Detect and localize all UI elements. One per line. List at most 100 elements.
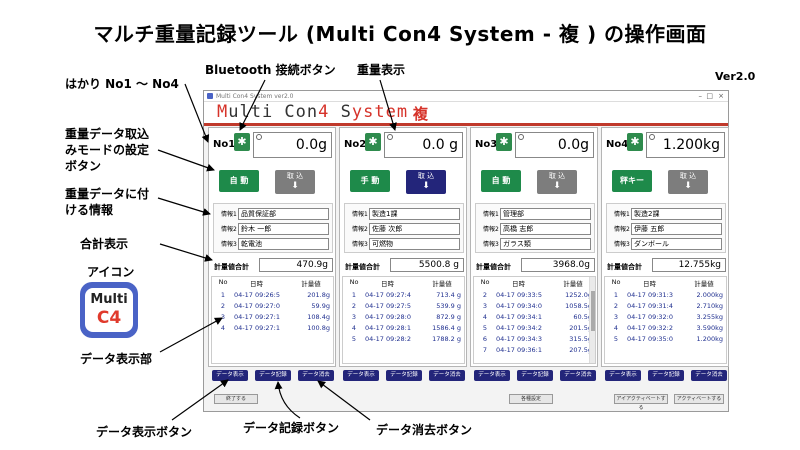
scrollbar-thumb[interactable] — [591, 291, 595, 331]
show-data-button[interactable]: データ表示 — [212, 370, 248, 381]
show-data-button[interactable]: データ表示 — [474, 370, 510, 381]
weight-value: 1.200kg — [662, 137, 720, 153]
record-data-button[interactable]: データ記録 — [648, 370, 684, 381]
info-field[interactable]: 鈴木 一郎 — [238, 223, 329, 235]
delete-data-button[interactable]: データ消去 — [298, 370, 334, 381]
list-scrollbar[interactable] — [589, 277, 595, 363]
annotation-scales: はかり No1 ～ No4 — [65, 77, 179, 91]
bluetooth-button[interactable]: ✱ — [234, 133, 250, 151]
scale-number: No2 — [344, 139, 367, 150]
window-titlebar: Multi Con4 System ver2.0 – □ × — [204, 91, 728, 102]
info-label: 情報1 — [352, 211, 368, 218]
mode-button[interactable]: 自 動 — [219, 170, 259, 192]
info-field[interactable]: ガラス類 — [500, 238, 591, 250]
minimize-icon[interactable]: – — [698, 92, 703, 100]
row-datetime: 04-17 09:33:5 — [496, 291, 543, 299]
load-button[interactable]: 取 込⬇ — [406, 170, 446, 194]
annotation-weight-display: 重量表示 — [357, 63, 406, 77]
header-no: No — [480, 278, 490, 286]
info-field[interactable]: 製造1課 — [369, 208, 460, 220]
close-icon[interactable]: × — [718, 92, 724, 100]
info-field[interactable]: 乾電池 — [238, 238, 329, 250]
total-label: 計量値合計 — [476, 263, 511, 271]
info-field[interactable]: 可燃物 — [369, 238, 460, 250]
record-data-button[interactable]: データ記録 — [386, 370, 422, 381]
bluetooth-button[interactable]: ✱ — [627, 133, 643, 151]
bluetooth-button[interactable]: ✱ — [365, 133, 381, 151]
info-field[interactable]: 高橋 志郎 — [500, 223, 591, 235]
show-data-button[interactable]: データ表示 — [605, 370, 641, 381]
settings-button[interactable]: 各種設定 — [509, 394, 553, 404]
info-label: 情報1 — [483, 211, 499, 218]
load-button[interactable]: 取 込⬇ — [668, 170, 708, 194]
weight-display: 0.0 g — [384, 132, 463, 158]
load-button[interactable]: 取 込⬇ — [275, 170, 315, 194]
record-data-button[interactable]: データ記録 — [255, 370, 291, 381]
info-label: 情報2 — [352, 226, 368, 233]
info-field[interactable]: ダンボール — [631, 238, 722, 250]
weight-display: 0.0g — [515, 132, 594, 158]
row-datetime: 04-17 09:28:0 — [365, 313, 412, 321]
maximize-icon[interactable]: □ — [706, 92, 713, 100]
mode-button[interactable]: 秤キー — [612, 170, 652, 192]
row-no: 5 — [482, 324, 488, 332]
row-no: 4 — [482, 313, 488, 321]
row-weight: 539.9 g — [436, 302, 461, 310]
exit-button[interactable]: 終了する — [214, 394, 258, 404]
deactivate-button[interactable]: アイアクティベートする — [614, 394, 668, 411]
mode-button[interactable]: 手 動 — [350, 170, 390, 192]
delete-data-button[interactable]: データ消去 — [691, 370, 727, 381]
row-no: 2 — [613, 302, 619, 310]
bluetooth-button[interactable]: ✱ — [496, 133, 512, 151]
info-field[interactable]: 品質保証部 — [238, 208, 329, 220]
row-weight: 201.5g — [569, 324, 592, 332]
info-field[interactable]: 製造2課 — [631, 208, 722, 220]
show-data-button[interactable]: データ表示 — [343, 370, 379, 381]
row-datetime: 04-17 09:27:5 — [365, 302, 412, 310]
annotation-icon: アイコン — [87, 265, 135, 279]
info-field[interactable]: 管理部 — [500, 208, 591, 220]
annotation-total: 合計表示 — [80, 237, 129, 251]
record-data-button[interactable]: データ記録 — [517, 370, 553, 381]
row-datetime: 04-17 09:35:0 — [627, 335, 674, 343]
row-datetime: 04-17 09:28:2 — [365, 335, 412, 343]
delete-data-button[interactable]: データ消去 — [560, 370, 596, 381]
load-button[interactable]: 取 込⬇ — [537, 170, 577, 194]
info-field[interactable]: 佐藤 次郎 — [369, 223, 460, 235]
row-no: 3 — [351, 313, 357, 321]
delete-data-button[interactable]: データ消去 — [429, 370, 465, 381]
weight-value: 0.0g — [295, 137, 327, 153]
mode-button[interactable]: 自 動 — [481, 170, 521, 192]
info-field[interactable]: 伊藤 五郎 — [631, 223, 722, 235]
row-datetime: 04-17 09:34:0 — [496, 302, 543, 310]
total-value: 470.9g — [259, 258, 333, 272]
activate-button[interactable]: アクティベートする — [674, 394, 724, 404]
